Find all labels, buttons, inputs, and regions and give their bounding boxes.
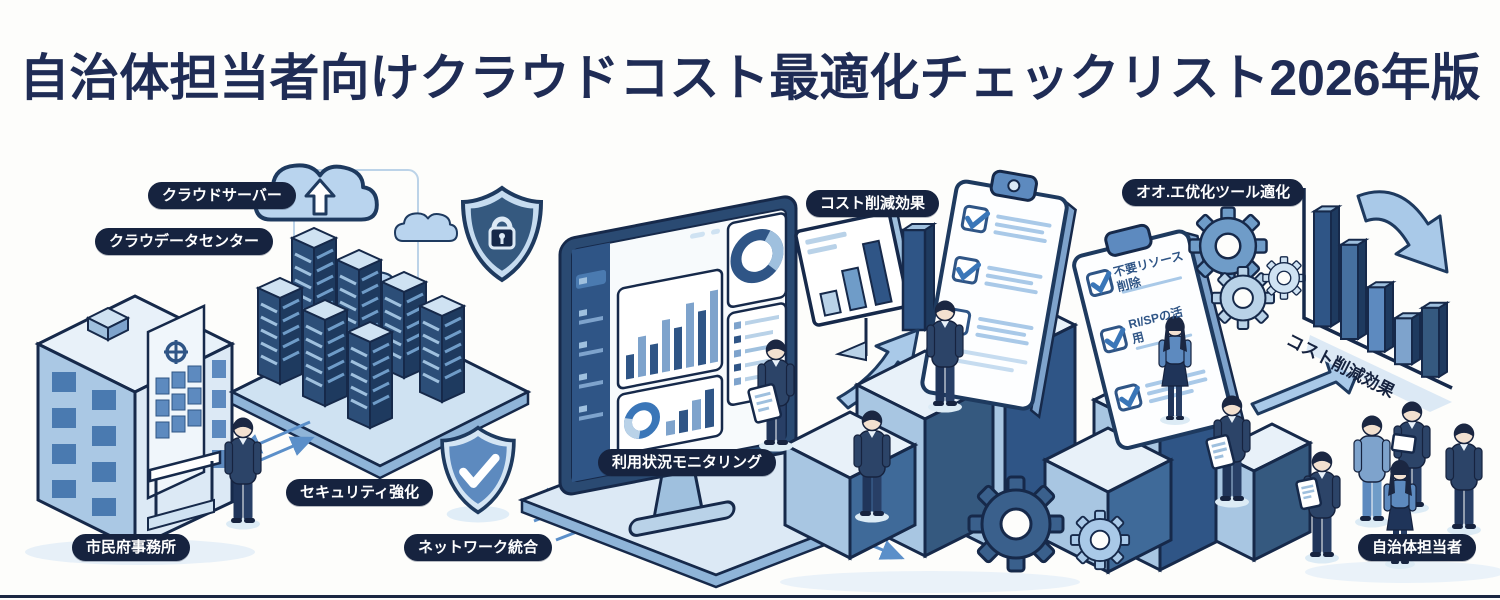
label-cloud-datacenter: クラウデータセンター [95,228,274,255]
label-optimization-tool: オオ.エ优化ツール適化 [1122,179,1305,206]
cloud-icon [394,212,458,242]
building-gear-emblem-icon [164,340,188,364]
upward-arrow-icon [1250,358,1364,416]
officials-group [1295,400,1500,583]
city-office-building-illustration [25,294,255,565]
down-trend-arrow-icon [1356,190,1449,274]
shield-lock-icon [461,186,543,282]
gear-icon [967,475,1065,573]
gear-icon [1262,256,1306,300]
gear-icon [1069,509,1131,571]
document-icon [1390,433,1417,454]
label-security: セキュリティ強化 [286,479,434,506]
monitor-dashboard-illustration [558,195,798,537]
dashboard-sidebar [572,242,610,483]
page-title: 自治体担当者向けクラウドコスト最適化チェックリスト2026年版 [19,50,1481,106]
gear-icon [1188,206,1268,286]
shield-check-icon [440,425,516,523]
cost-reduction-board [794,210,938,362]
label-city-office: 市民府事務所 [72,534,191,561]
label-network: ネットワーク統合 [404,534,553,561]
bottom-rule [0,595,1500,598]
label-cost-reduction: コスト削減効果 [806,190,940,217]
tablet-icon [747,383,783,424]
clipboard-icon [1295,477,1323,511]
cost-trend-chart [1302,188,1453,412]
label-monitoring: 利用状況モニタリング [598,449,777,476]
tablet-icon [1205,434,1236,470]
label-officials: 自治体担当者 [1358,534,1477,561]
server-rack-cluster [228,226,532,480]
clipboard-checklist-2 [1072,223,1247,450]
label-cloud-server: クラウドサーバー [148,182,296,209]
